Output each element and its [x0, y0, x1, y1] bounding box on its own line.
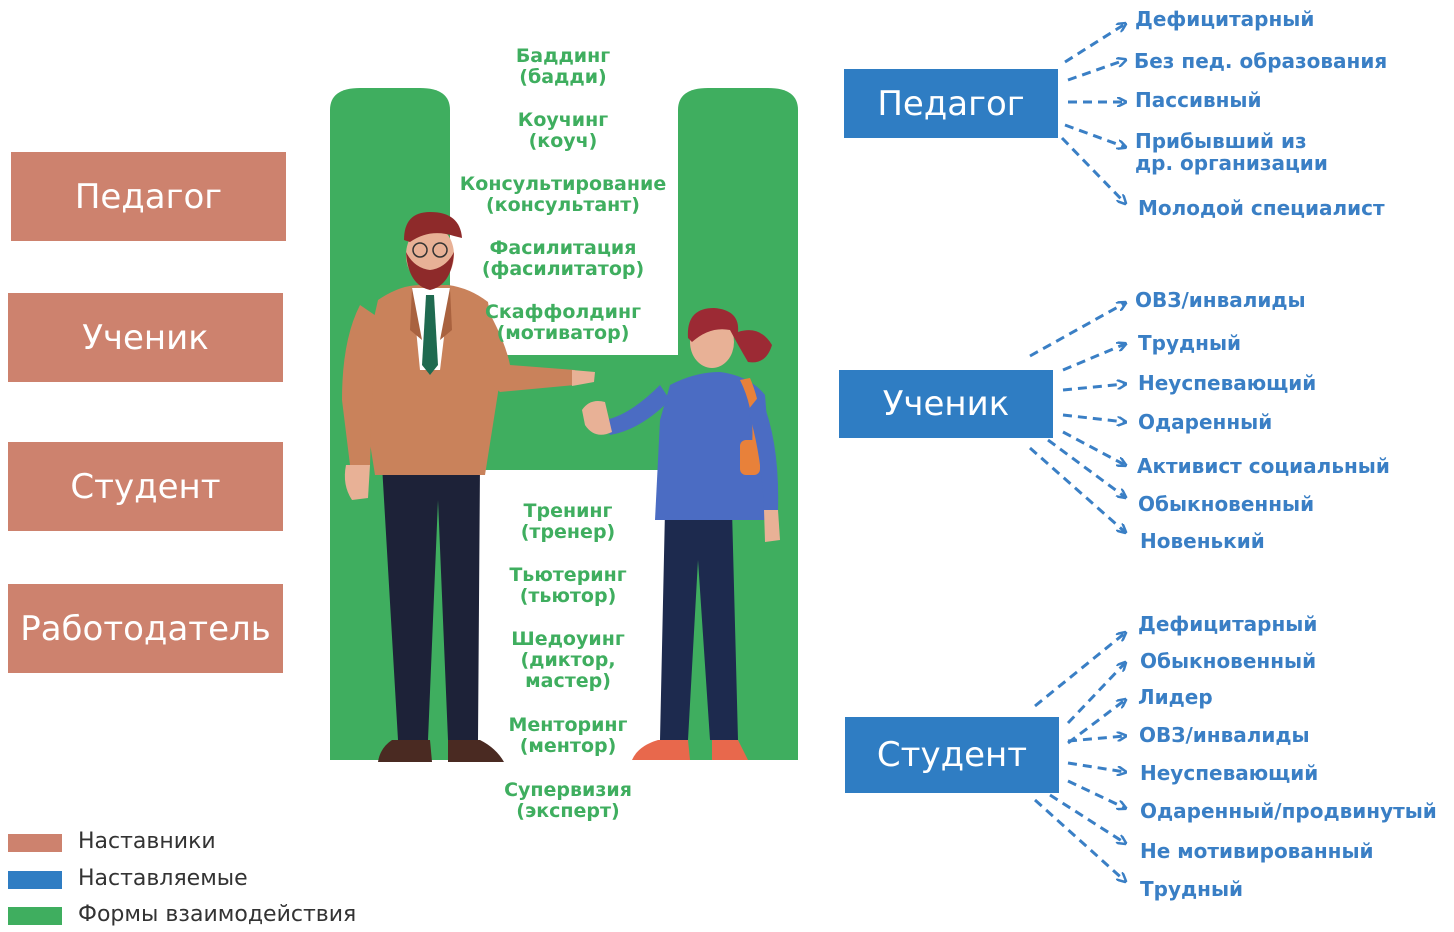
arrow-student-4 [1067, 736, 1125, 743]
arrow-teacher-1 [1064, 24, 1125, 64]
legend-swatch-mentees [8, 871, 62, 889]
girl-figure [582, 308, 780, 760]
category-pupil-social-activist: Активист социальный [1137, 454, 1390, 478]
h-shape-illustration [330, 88, 798, 762]
form-name: Супервизия [504, 779, 632, 801]
mentor-box-employer: Работодатель [8, 584, 283, 673]
category-student-unmotivated: Не мотивированный [1140, 839, 1374, 863]
category-pupil-disabled: ОВЗ/инвалиды [1135, 288, 1306, 312]
category-teacher-no-ped-education: Без пед. образования [1134, 49, 1388, 73]
form-role: (консультант) [486, 194, 640, 216]
form-role: (мотиватор) [496, 322, 630, 344]
mentee-label: Студент [876, 735, 1028, 775]
arrow-pupil-5 [1062, 430, 1125, 465]
form-item-consulting: Консультирование (консультант) [443, 174, 683, 216]
mentor-box-pupil: Ученик [8, 293, 283, 382]
form-role: (диктор, [520, 649, 616, 671]
category-student-gifted-advanced: Одаренный/продвинутый [1140, 799, 1437, 823]
legend-label-mentors: Наставники [78, 829, 216, 854]
form-item-shadowing: Шедоуинг (диктор, мастер) [448, 629, 688, 692]
arrow-student-1 [1034, 633, 1125, 708]
arrow-teacher-5 [1060, 136, 1125, 203]
arrow-pupil-2 [1062, 344, 1125, 372]
category-teacher-arrived-line1: Прибывший из [1135, 129, 1307, 153]
mentor-label: Ученик [82, 317, 209, 358]
form-role: (тренер) [520, 521, 616, 543]
form-item-tutoring: Тьютеринг (тьютор) [448, 565, 688, 607]
category-pupil-underachieving: Неуспевающий [1138, 371, 1317, 395]
form-name: Консультирование [459, 173, 667, 195]
mentee-box-teacher: Педагог [844, 69, 1058, 138]
mentee-box-pupil: Ученик [839, 370, 1053, 438]
form-item-mentoring: Менторинг (ментор) [448, 715, 688, 757]
form-item-training: Тренинг (тренер) [448, 501, 688, 543]
arrow-teacher-2 [1067, 60, 1125, 82]
form-name: Менторинг [508, 714, 628, 736]
category-pupil-difficult: Трудный [1138, 331, 1242, 355]
category-teacher-passive: Пассивный [1135, 88, 1262, 112]
form-item-facilitation: Фасилитация (фасилитатор) [443, 238, 683, 280]
mentee-box-student: Студент [845, 717, 1059, 793]
mentor-label: Работодатель [20, 608, 271, 649]
form-name: Скаффолдинг [484, 301, 642, 323]
category-teacher-arrived-line2: др. организации [1135, 151, 1328, 175]
form-role: (коуч) [528, 130, 598, 152]
man-figure [342, 212, 595, 762]
form-role: мастер) [525, 670, 611, 692]
arrow-pupil-1 [1029, 303, 1125, 358]
mentor-box-student: Студент [8, 442, 283, 531]
category-pupil-ordinary: Обыкновенный [1138, 492, 1315, 516]
form-role: (бадди) [519, 66, 607, 88]
arrow-pupil-7 [1029, 446, 1125, 532]
form-name: Тьютеринг [509, 564, 627, 586]
legend-label-mentees: Наставляемые [78, 866, 248, 891]
form-name: Баддинг [515, 45, 611, 67]
form-name: Фасилитация [489, 237, 637, 259]
arrow-pupil-6 [1047, 438, 1125, 497]
arrow-student-8 [1033, 798, 1125, 881]
legend-swatch-forms [8, 907, 62, 925]
category-student-disabled: ОВЗ/инвалиды [1139, 723, 1310, 747]
category-student-underachieving: Неуспевающий [1140, 761, 1319, 785]
form-item-coaching: Коучинг (коуч) [443, 110, 683, 152]
category-pupil-new: Новенький [1140, 529, 1265, 553]
legend-swatch-mentors [8, 834, 62, 852]
arrow-student-6 [1067, 779, 1125, 808]
category-student-leader: Лидер [1138, 685, 1213, 709]
mentee-label: Педагог [877, 83, 1025, 124]
form-role: (ментор) [519, 735, 617, 757]
category-teacher-deficit: Дефицитарный [1135, 7, 1315, 31]
arrow-student-5 [1067, 761, 1125, 772]
form-role: (тьютор) [519, 585, 617, 607]
arrow-pupil-4 [1062, 413, 1125, 422]
form-name: Тренинг [523, 500, 613, 522]
form-item-budding: Баддинг (бадди) [443, 46, 683, 88]
mentor-label: Педагог [74, 176, 223, 217]
form-role: (эксперт) [516, 800, 620, 822]
arrow-pupil-3 [1062, 384, 1125, 392]
form-item-supervision: Супервизия (эксперт) [448, 780, 688, 822]
form-name: Шедоуинг [511, 628, 625, 650]
arrow-student-3 [1067, 700, 1125, 745]
mentor-label: Студент [70, 466, 221, 507]
form-name: Коучинг [517, 109, 609, 131]
mentor-box-teacher: Педагог [11, 152, 286, 241]
category-student-deficit: Дефицитарный [1138, 612, 1318, 636]
arrow-student-2 [1066, 663, 1125, 725]
category-student-difficult: Трудный [1140, 877, 1244, 901]
category-pupil-gifted: Одаренный [1138, 410, 1273, 434]
form-role: (фасилитатор) [481, 258, 645, 280]
category-teacher-young-specialist: Молодой специалист [1138, 196, 1385, 220]
arrow-teacher-4 [1064, 123, 1125, 147]
category-student-ordinary: Обыкновенный [1140, 649, 1317, 673]
mentee-label: Ученик [882, 384, 1010, 424]
legend-label-forms: Формы взаимодействия [78, 902, 357, 927]
form-item-scaffolding: Скаффолдинг (мотиватор) [443, 302, 683, 344]
